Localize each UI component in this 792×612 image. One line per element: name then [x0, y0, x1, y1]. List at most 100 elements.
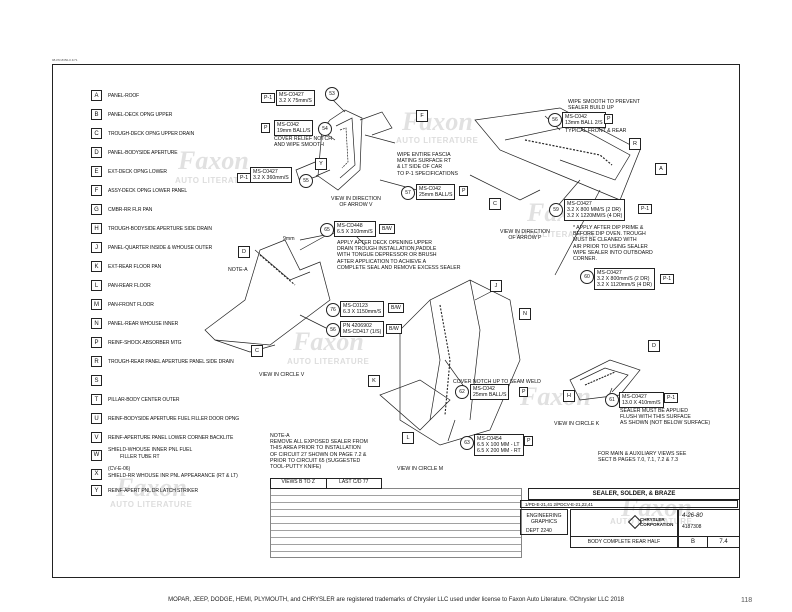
legend-text: ASSY-DECK OPNG LOWER PANEL: [108, 187, 188, 194]
legend-text: PANEL-QUARTER INSIDE & WHOUSE OUTER: [108, 244, 213, 251]
drawing-subtitle: BODY COMPLETE REAR HALF: [570, 536, 678, 548]
legend-key: X: [91, 468, 102, 480]
deck-opening-panel: [317, 109, 363, 191]
note-a-label: NOTE-A: [228, 267, 248, 273]
callout-55: 55: [299, 174, 313, 188]
spec-box-p: P: [459, 186, 469, 196]
legend-key: D: [91, 147, 102, 158]
legend-key: H: [91, 223, 102, 234]
legend-text: TROUGH-BODYSIDE APERTURE SIDE DRAIN: [108, 225, 212, 232]
legend-text: REINF-SHOCK ABSORBER MTG: [108, 339, 182, 346]
legend-item: M PAN-FRONT FLOOR: [91, 298, 154, 311]
legend-text: SHIELD-RR WHOUSE INR PNL APPEARANCE (RT …: [108, 473, 238, 479]
watermark-logo: Faxon: [116, 473, 187, 502]
legend-text: (CV-E-06): [108, 466, 131, 472]
legend-key: F: [91, 185, 102, 196]
view-arrow-p-label: VIEW IN DIRECTION OF ARROW P: [500, 229, 550, 242]
spec-56b: PN 4206902 MS-CD417 (1/S): [340, 321, 385, 337]
wipe-fascia-note: WIPE ENTIRE FASCIA MATING SURFACE RT & L…: [397, 152, 458, 177]
spec-box-p1: P-1: [664, 393, 679, 403]
part-label: D: [648, 340, 660, 352]
spec-box-p: P: [519, 387, 529, 397]
spec-box-bw: B/W: [386, 324, 402, 334]
view-arrow-v-label: VIEW IN DIRECTION OF ARROW V: [331, 196, 381, 209]
callout-56b: 56: [326, 323, 340, 337]
spec-box-p: P: [604, 114, 614, 124]
legend-key: M: [91, 299, 102, 310]
legend-text: PAN-FRONT FLOOR: [108, 301, 154, 308]
spec-box-p1: P-1: [638, 204, 653, 214]
legend-text: SHIELD-WHOUSE INNER PNL FUEL: [108, 447, 193, 453]
callout-62: 62: [455, 385, 469, 399]
legend-item: D PANEL-BODYSIDE APERTURE: [91, 146, 178, 159]
watermark-logo: Faxon: [520, 382, 591, 411]
drawing-sheet: [52, 64, 740, 578]
last-label: LAST C/D 77: [339, 479, 369, 485]
part-label: J: [490, 280, 502, 292]
watermark-text: AUTO LITERATURE: [610, 517, 693, 526]
auxiliary-views-note: FOR MAIN & AUXILIARY VIEWS SEE SECT B PA…: [598, 451, 687, 464]
spec-box-bw: B/W: [388, 303, 404, 313]
spec-box-p1: P-1: [660, 274, 675, 284]
title-block: VIEWS B TO Z LAST C/D 77 SEALER, SOLDER,…: [270, 473, 740, 578]
wheelhouse-view-m: [399, 279, 521, 446]
callout-57: 57: [401, 186, 415, 200]
legend-item: K EXT-REAR FLOOR PAN: [91, 260, 161, 273]
legend-text: TROUGH-REAR PANEL APERTURE PANEL SIDE DR…: [108, 358, 234, 365]
drawing-number: 4187308: [682, 524, 702, 530]
part-label: F: [416, 110, 428, 122]
spec-62: MS-C042 25mm BALL/S: [470, 384, 510, 400]
legend-text: PANEL-BODYSIDE APERTURE: [108, 149, 178, 156]
legend-text: PILLAR-BODY CENTER OUTER: [108, 396, 180, 403]
part-label: N: [519, 308, 531, 320]
legend-text: PAN-REAR FLOOR: [108, 282, 151, 289]
cover-relief-note: COVER RELIEF NOTCH AND WIPE SMOOTH: [274, 136, 332, 148]
legend-text: REINF-BODYSIDE APERTURE FUEL FILLER DOOR…: [108, 415, 240, 422]
spec-57: MS-C042 25mm BALL/S: [416, 184, 456, 200]
view-circle-k: VIEW IN CIRCLE K: [554, 421, 600, 427]
legend-key: G: [91, 204, 102, 215]
legend-text: PANEL-REAR WHOUSE INNER: [108, 320, 179, 327]
revision-table: [270, 488, 522, 558]
part-label: D: [238, 246, 250, 258]
part-label: L: [402, 432, 414, 444]
legend-key: A: [91, 90, 102, 101]
spec-54: MS-C042 19mm BALL/S: [274, 120, 314, 136]
copyright-footer: MOPAR, JEEP, DODGE, HEMI, PLYMOUTH, and …: [168, 597, 624, 603]
view-circle-v: VIEW IN CIRCLE V: [259, 372, 305, 378]
legend-key: K: [91, 261, 102, 272]
watermark-text: AUTO LITERATURE: [287, 357, 370, 366]
spec-box-p: P: [261, 123, 271, 133]
legend-key: W: [91, 449, 102, 461]
legend-item: F ASSY-DECK OPNG LOWER PANEL: [91, 184, 187, 197]
callout-59: 59: [549, 203, 563, 217]
legend-key: R: [91, 356, 102, 367]
page-ref: 7.4: [707, 536, 740, 548]
spec-box-p1: P-1: [237, 173, 252, 183]
legend-text: EXT-DECK OPNG LOWER: [108, 168, 167, 175]
spec-box-bw: B/W: [379, 224, 395, 234]
legend-key: C: [91, 128, 102, 139]
spec-61: MS-C0427 13.0 X 410mm/S: [619, 392, 664, 408]
callout-63: 63: [460, 436, 474, 450]
legend-key: Y: [91, 485, 102, 496]
spec-53: MS-C0427 3.2 X 75mm/S: [276, 90, 315, 106]
legend-text: FILLER TUBE RT: [120, 454, 160, 460]
legend-item: X (CV-E-06)SHIELD-RR WHOUSE INR PNL APPEA…: [91, 465, 238, 483]
legend-text: EXT-REAR FLOOR PAN: [108, 263, 162, 270]
watermark-text: AUTO LITERATURE: [396, 136, 479, 145]
department: DEPT 2240: [526, 528, 552, 534]
wipe-smooth-note: WIPE SMOOTH TO PREVENT SEALER BUILD UP: [568, 99, 640, 112]
